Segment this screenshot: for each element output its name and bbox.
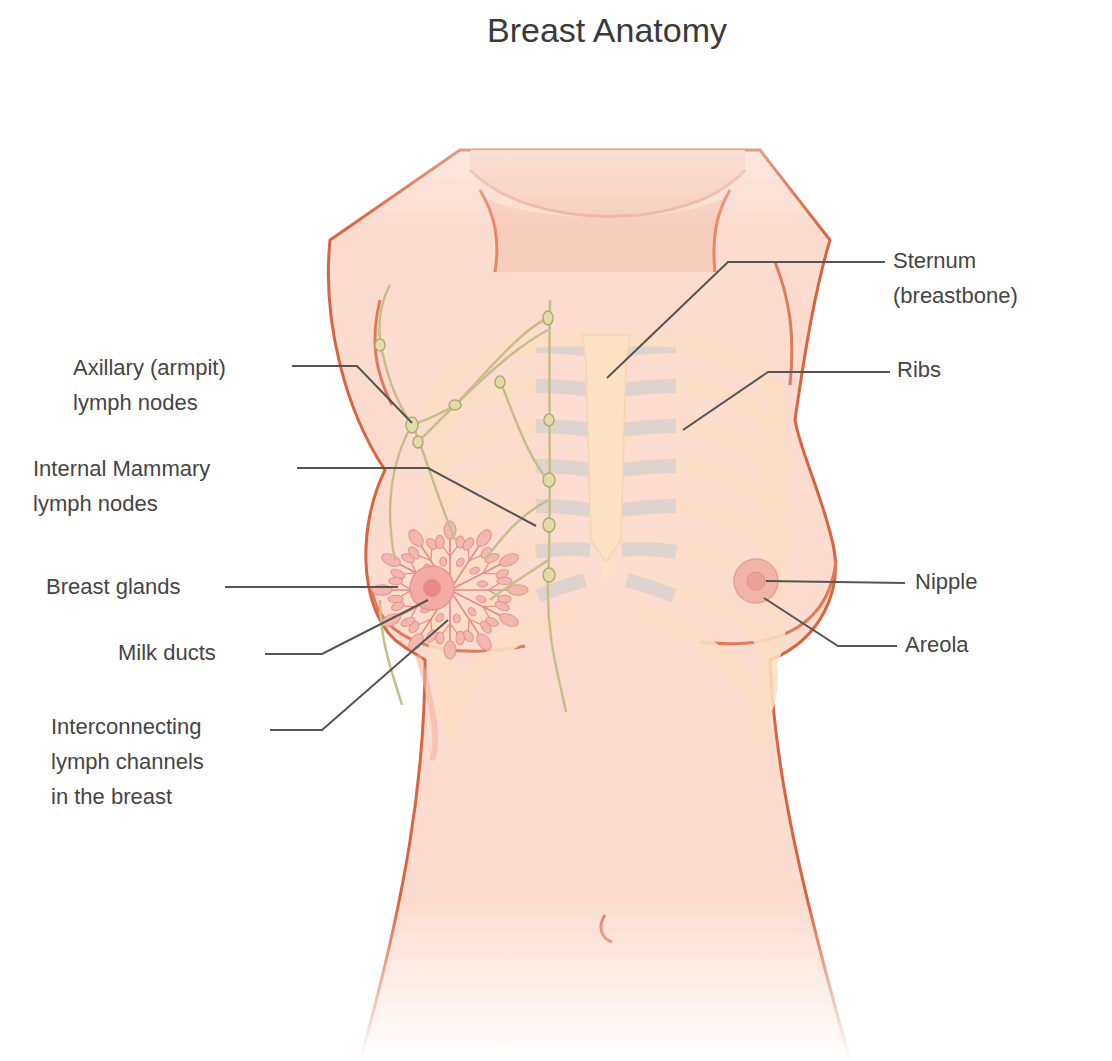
nipple-areola — [410, 566, 454, 610]
lymph-node — [544, 414, 554, 426]
lymph-system — [500, 380, 548, 480]
part-label: Ribs — [897, 352, 941, 387]
lymph-system — [420, 330, 548, 440]
nipple-areola — [410, 559, 778, 610]
rib-cage — [582, 335, 630, 562]
nipple-areola — [423, 579, 441, 597]
body-silhouette — [775, 262, 792, 385]
leader-line — [225, 586, 398, 588]
leader-line — [764, 598, 897, 646]
lymph-node — [543, 473, 555, 487]
leader-line — [292, 366, 412, 423]
part-label: Interconnecting lymph channels in the br… — [51, 709, 214, 814]
fade-overlay — [0, 900, 1112, 1061]
rib-cage — [622, 339, 780, 745]
rib-cage — [433, 335, 780, 745]
leader-line — [766, 581, 905, 583]
lymph-node — [375, 311, 555, 582]
rib-cage — [600, 562, 612, 585]
lymph-node — [449, 400, 461, 410]
lymph-node — [413, 436, 423, 448]
part-label: Sternum (breastbone) — [893, 243, 1053, 313]
lymph-system — [379, 285, 412, 425]
lymph-system — [490, 560, 548, 600]
leader-line — [270, 620, 448, 730]
leader-line — [297, 468, 536, 526]
lymph-system — [379, 285, 566, 712]
lymph-system — [414, 428, 455, 540]
lymph-node — [543, 518, 555, 532]
lymph-node — [543, 568, 555, 582]
nipple-areola — [747, 572, 765, 590]
part-label: Areola — [905, 627, 969, 662]
breast-glands — [443, 544, 525, 601]
lymph-node — [375, 339, 385, 351]
part-label: Milk ducts — [118, 635, 216, 670]
lymph-system — [485, 500, 548, 560]
part-label: Breast glands — [46, 569, 181, 604]
leader-line — [683, 372, 890, 430]
body-silhouette — [418, 655, 435, 760]
leader-line — [225, 262, 905, 730]
fade-overlay — [0, 0, 1112, 230]
lymph-system — [412, 318, 548, 425]
lymph-node — [495, 376, 505, 388]
lymph-node — [543, 311, 553, 325]
leader-line — [265, 600, 428, 654]
lymph-system — [390, 432, 408, 560]
part-label: Axillary (armpit) lymph nodes — [73, 350, 258, 420]
part-label: Internal Mammary lymph nodes — [33, 451, 238, 521]
lymph-system — [548, 300, 566, 712]
diagram-title: Breast Anatomy — [357, 10, 857, 50]
rib-cage — [433, 339, 591, 745]
part-label: Nipple — [915, 564, 977, 599]
leader-line — [607, 262, 885, 378]
